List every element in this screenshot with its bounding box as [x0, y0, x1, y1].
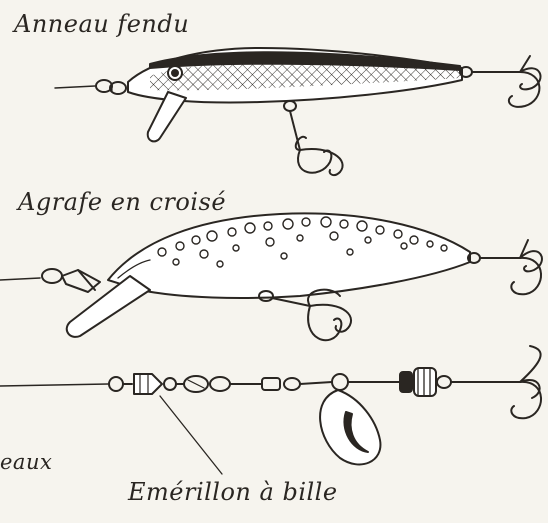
spinner-body [400, 368, 451, 396]
label-ball-swivel: Emérillon à bille [128, 478, 338, 506]
line-1 [55, 86, 95, 88]
spinner-lure [0, 346, 541, 474]
spotted-plug-lure [0, 213, 542, 340]
line-2 [0, 278, 40, 280]
split-ring-icon [96, 80, 126, 94]
spinner-blade-icon [320, 390, 380, 464]
minnow-lip [148, 92, 186, 141]
treble-hook-belly-1 [290, 111, 343, 175]
minnow-lure [55, 48, 541, 175]
swivel-pointer-line [160, 396, 222, 474]
line-3 [0, 384, 108, 386]
treble-hook-rear-1 [472, 56, 541, 107]
spinner-clevis [332, 374, 400, 390]
ball-bearing-swivel-icon [109, 374, 300, 394]
label-cross-snap: Agrafe en croisé [18, 188, 226, 216]
treble-hook-rear-2 [480, 240, 542, 294]
label-partial-left: eaux [0, 450, 52, 474]
plug-lip [67, 276, 150, 337]
label-split-ring: Anneau fendu [14, 10, 189, 38]
cross-lock-snap-icon [42, 269, 100, 292]
